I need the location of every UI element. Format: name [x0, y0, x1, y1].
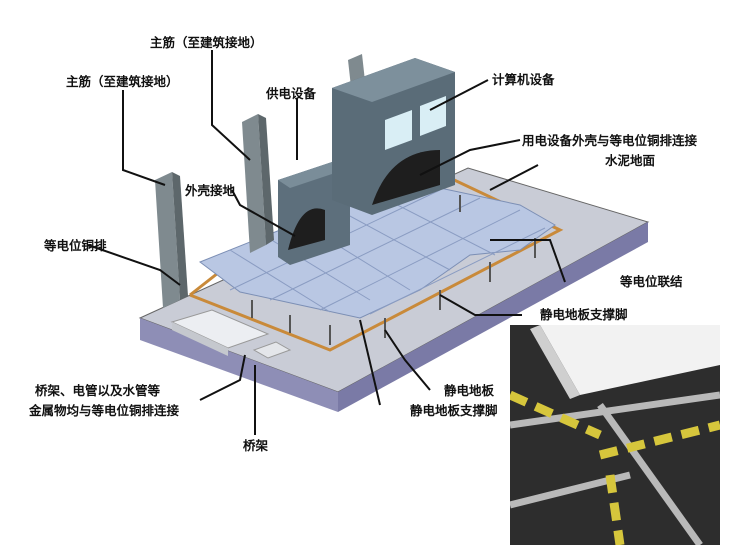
label-power-equipment: 供电设备: [266, 86, 317, 101]
label-main-bar-1: 主筋（至建筑接地）: [150, 35, 263, 50]
label-support-leg-2: 静电地板支撑脚: [410, 403, 498, 418]
label-equipotential-bar: 等电位铜排: [44, 238, 107, 253]
label-shell-ground: 外壳接地: [185, 183, 236, 198]
inset-photo-floor-support: [510, 325, 720, 545]
pipe-box: [252, 341, 292, 359]
label-metal-parts-2: 金属物均与等电位铜排连接: [29, 403, 180, 418]
slab-front-side: [140, 318, 338, 412]
label-metal-parts-1: 桥架、电管以及水管等: [35, 383, 161, 398]
cable-tray-front: [172, 322, 228, 356]
slab-right-side: [338, 222, 648, 412]
support-legs: [251, 195, 536, 345]
label-equipotential-bond: 等电位联结: [620, 274, 683, 289]
cabinet-window-1: [385, 110, 412, 150]
label-cable-tray: 桥架: [243, 438, 269, 453]
label-cement-floor: 水泥地面: [605, 153, 656, 168]
steel-column-left: [155, 172, 188, 308]
steel-column-middle: [242, 114, 274, 253]
label-main-bar-2: 主筋（至建筑接地）: [66, 74, 179, 89]
leader-lines: [87, 50, 566, 435]
label-computer-equipment: 计算机设备: [492, 72, 555, 87]
label-shell-to-bar: 用电设备外壳与等电位铜排连接: [522, 133, 698, 148]
computer-cabinet: [332, 58, 455, 215]
label-support-leg-1: 静电地板支撑脚: [540, 307, 628, 322]
label-antistatic-floor: 静电地板: [444, 383, 495, 398]
